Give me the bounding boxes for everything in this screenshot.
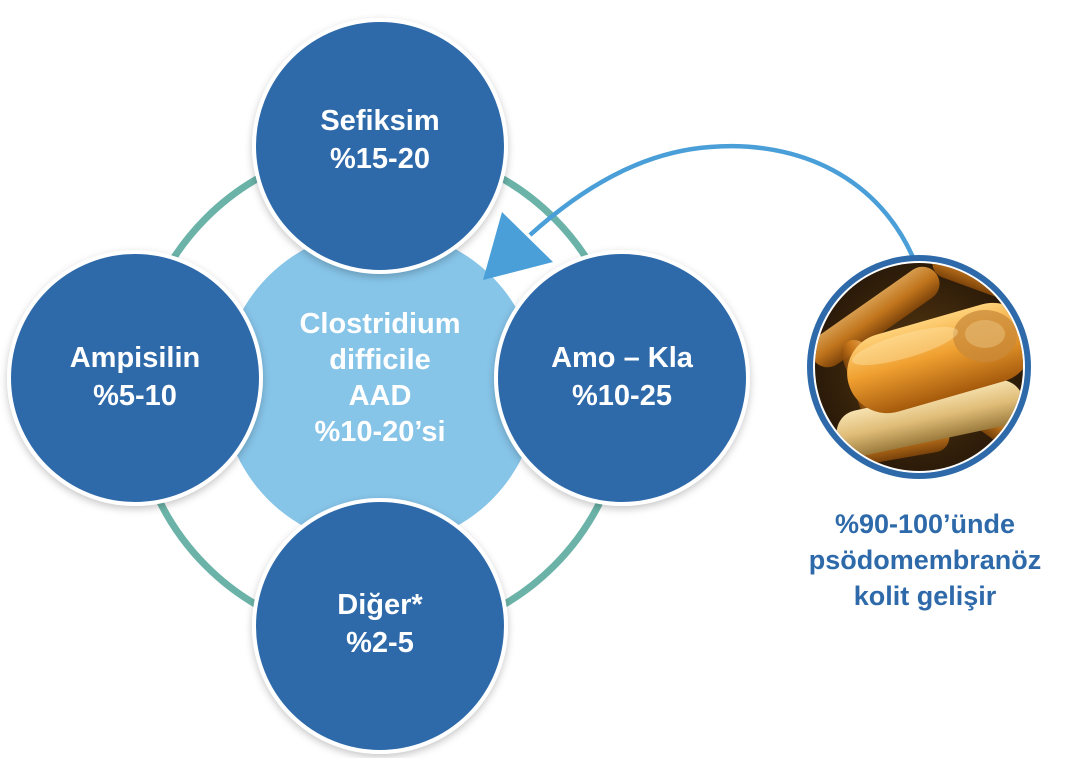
node-diger-name: Diğer* xyxy=(337,589,423,621)
node-sefiksim-value: %15-20 xyxy=(330,143,430,175)
node-ampisilin-name: Ampisilin xyxy=(70,342,201,374)
bacteria-image xyxy=(807,255,1031,479)
node-diger: Diğer* %2-5 xyxy=(252,498,508,754)
node-amo-kla-value: %10-25 xyxy=(572,380,672,412)
center-label-line-3: AAD xyxy=(349,380,412,412)
center-circle xyxy=(222,230,538,546)
arrow-head-icon xyxy=(483,212,553,280)
center-label-line-1: Clostridium xyxy=(299,308,460,340)
caption-line-3: kolit gelişir xyxy=(853,581,997,611)
node-ampisilin-value: %5-10 xyxy=(93,380,177,412)
node-sefiksim: Sefiksim %15-20 xyxy=(252,18,508,274)
center-label-line-2: difficile xyxy=(329,344,431,376)
center-label-line-4: %10-20’si xyxy=(314,416,445,448)
caption-line-1: %90-100’ünde xyxy=(834,509,1016,539)
outcome-caption: %90-100’ünde psödomembranöz kolit gelişi… xyxy=(790,506,1060,614)
node-diger-value: %2-5 xyxy=(346,627,414,659)
center-label: Clostridium difficile AAD %10-20’si xyxy=(299,308,460,448)
curved-arrow xyxy=(483,143,918,280)
node-amo-kla: Amo – Kla %10-25 xyxy=(494,250,750,506)
caption-line-2: psödomembranöz xyxy=(808,545,1042,575)
node-ampisilin: Ampisilin %5-10 xyxy=(7,250,263,506)
node-amo-kla-name: Amo – Kla xyxy=(551,342,694,374)
node-sefiksim-name: Sefiksim xyxy=(320,105,439,137)
